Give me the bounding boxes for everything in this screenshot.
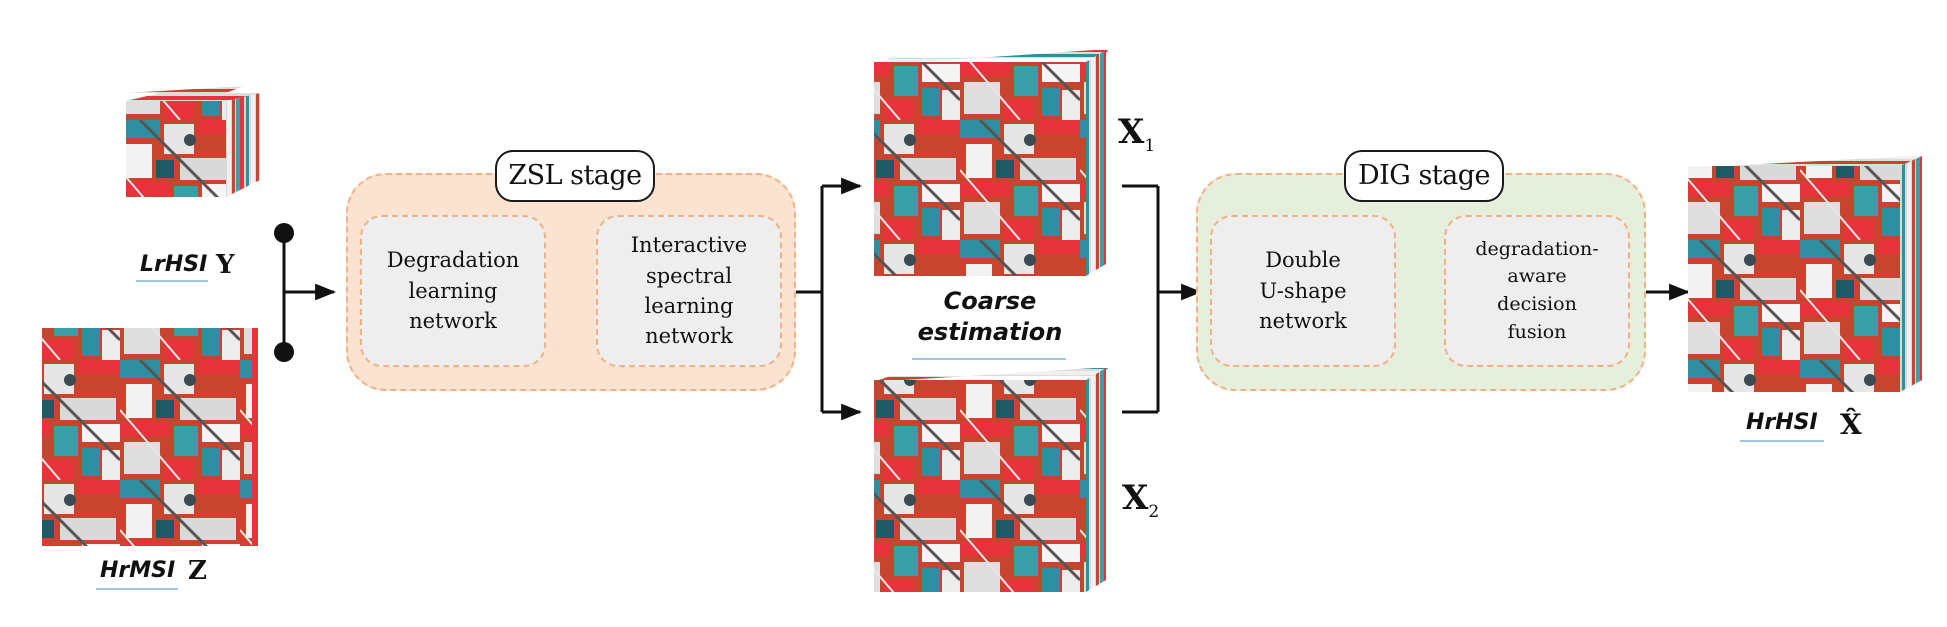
module-line: degradation-aware: [1475, 237, 1599, 288]
module-line: U-shape: [1259, 278, 1347, 303]
x2-symbol: X2: [1122, 478, 1159, 522]
module-line: network: [1259, 309, 1347, 334]
module-line: learning: [644, 294, 734, 318]
x2-letter: X: [1122, 478, 1149, 518]
coarse-caption-underline: [912, 358, 1066, 360]
degradation-aware-decision-fusion: degradation-aware decision fusion: [1444, 215, 1630, 367]
coarse-cube-x1: [874, 50, 1108, 276]
x1-symbol: X1: [1118, 112, 1155, 156]
interactive-spectral-learning-network: Interactive spectral learning network: [596, 215, 782, 367]
hrmsi-label: HrMSI: [100, 558, 176, 583]
x1-letter: X: [1118, 112, 1145, 152]
zsl-stage-title: ZSL stage: [495, 150, 655, 202]
coarse-cube-x2: [874, 368, 1108, 592]
hrhsi-output-cube: [1688, 156, 1926, 392]
lrhsi-symbol: Y: [216, 250, 235, 280]
hrmsi-label-underline: [96, 588, 178, 590]
module-line: Double: [1265, 248, 1341, 273]
module-line: fusion: [1507, 320, 1567, 343]
module-line: Interactive: [630, 233, 748, 258]
lrhsi-label: LrHSI: [140, 252, 208, 277]
x1-subscript: 1: [1144, 135, 1156, 156]
degradation-learning-network: Degradation learning network: [360, 215, 546, 367]
module-line: network: [409, 309, 497, 334]
hrhsi-label: HrHSI: [1746, 410, 1818, 435]
module-line: decision: [1497, 293, 1577, 315]
coarse-caption-line2: estimation: [917, 318, 1063, 347]
coarse-estimation-caption: Coarse estimation: [900, 286, 1080, 348]
module-line: spectral: [645, 263, 733, 288]
coarse-caption-line1: Coarse: [943, 287, 1037, 315]
module-line: learning: [408, 278, 498, 303]
split-arrows: [790, 177, 863, 421]
double-u-shape-network: Double U-shape network: [1210, 215, 1396, 367]
input-junction: [274, 223, 337, 362]
x2-subscript: 2: [1148, 501, 1160, 522]
dig-stage-title: DIG stage: [1344, 150, 1504, 202]
hrhsi-symbol: X̂: [1840, 408, 1862, 441]
lrhsi-label-underline: [136, 280, 208, 282]
hrmsi-cube: [42, 328, 258, 546]
merge-arrows: [1122, 184, 1203, 414]
hrmsi-symbol: Z: [188, 556, 207, 586]
hrhsi-label-underline: [1740, 440, 1824, 442]
module-line: Degradation: [386, 248, 520, 273]
lrhsi-cube: [126, 86, 260, 197]
module-line: network: [645, 324, 733, 349]
